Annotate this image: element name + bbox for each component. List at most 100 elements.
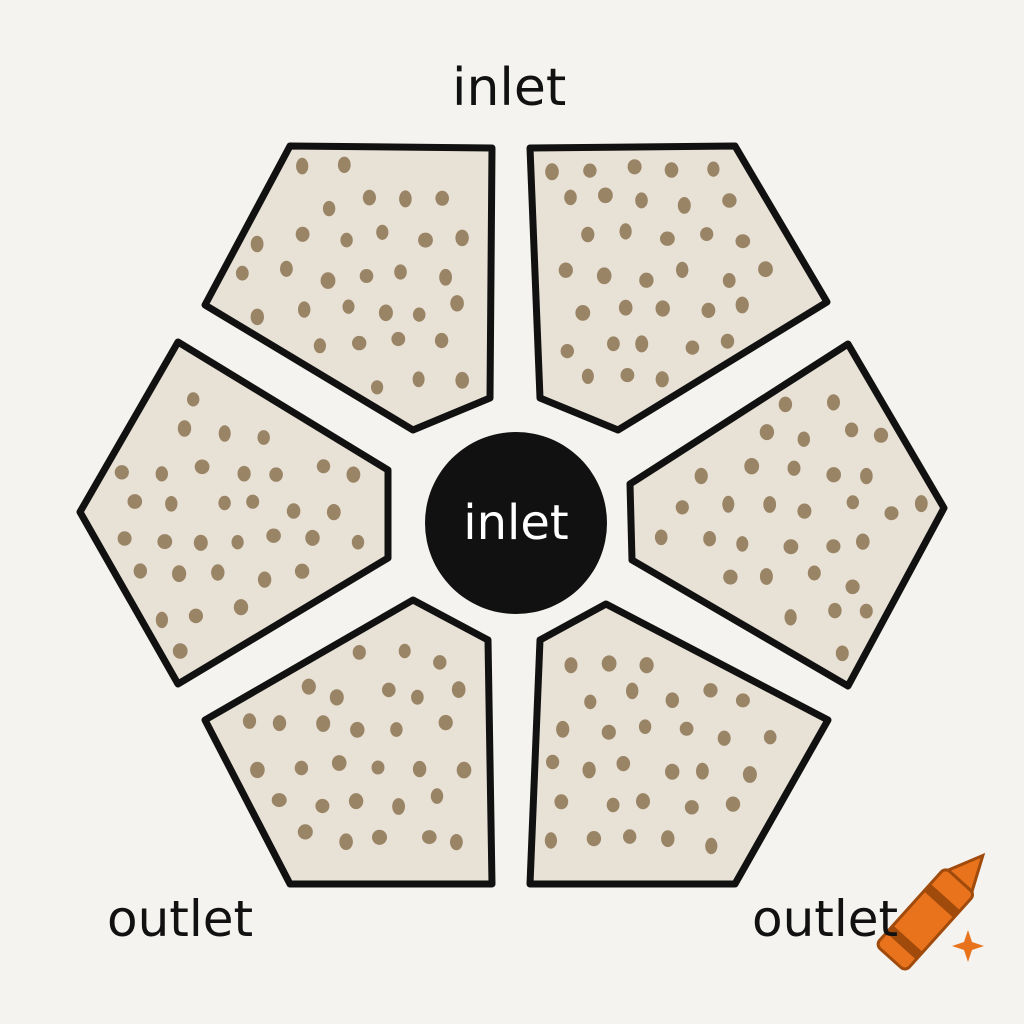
dot xyxy=(320,272,336,289)
dot xyxy=(545,163,559,181)
dot xyxy=(705,837,718,855)
dot xyxy=(422,830,437,845)
dot xyxy=(430,788,444,804)
dot xyxy=(114,465,129,480)
dot xyxy=(450,834,463,851)
dot xyxy=(376,224,389,240)
dot xyxy=(626,682,639,700)
dot xyxy=(331,755,347,771)
dot xyxy=(188,608,203,624)
dot xyxy=(654,529,668,546)
dot xyxy=(655,371,669,388)
dot xyxy=(694,467,708,485)
dot xyxy=(627,159,642,175)
dot xyxy=(859,603,873,619)
dot xyxy=(601,655,617,672)
dot xyxy=(685,340,700,355)
dot xyxy=(623,829,637,844)
dot xyxy=(127,494,143,509)
dot xyxy=(596,267,612,285)
dot xyxy=(350,721,365,738)
dot xyxy=(723,569,738,585)
dot xyxy=(172,643,188,659)
dot xyxy=(586,831,602,847)
dot xyxy=(860,467,873,485)
dot xyxy=(315,798,330,814)
dot xyxy=(884,506,899,521)
dot xyxy=(846,495,859,510)
dot xyxy=(601,724,616,740)
dot xyxy=(556,720,570,738)
dot xyxy=(352,645,366,660)
sparkle-icon xyxy=(952,930,984,962)
dot xyxy=(684,800,699,815)
dot xyxy=(677,197,691,214)
dot xyxy=(638,719,652,734)
dot xyxy=(797,431,810,447)
panel-left-dots xyxy=(114,392,365,659)
dot xyxy=(294,760,309,776)
dot xyxy=(807,565,821,581)
dot xyxy=(316,459,331,474)
dot xyxy=(736,536,749,552)
dot xyxy=(558,262,573,278)
dot xyxy=(390,722,403,737)
dot xyxy=(439,268,452,286)
dot xyxy=(828,602,842,619)
dot xyxy=(856,533,870,550)
dot xyxy=(187,392,200,407)
dot xyxy=(340,232,353,248)
dot xyxy=(133,563,147,579)
dot xyxy=(835,645,849,662)
dot xyxy=(233,599,249,616)
dot xyxy=(665,763,680,780)
dot xyxy=(296,157,309,175)
dot xyxy=(783,539,799,555)
dot xyxy=(359,269,374,283)
panel-top-right xyxy=(526,142,831,434)
dot xyxy=(735,234,751,249)
dot xyxy=(639,657,654,674)
dot xyxy=(411,689,424,705)
dot xyxy=(456,761,472,779)
dot xyxy=(435,190,450,206)
dot xyxy=(700,227,714,242)
panel-bottom-right xyxy=(526,600,832,888)
dot xyxy=(763,496,777,513)
dot xyxy=(606,797,620,813)
dot xyxy=(725,796,741,812)
dot xyxy=(451,681,466,698)
crayon-icon xyxy=(876,852,986,971)
dot xyxy=(758,261,773,278)
dot xyxy=(696,762,709,780)
dot xyxy=(703,531,716,547)
dot xyxy=(564,189,577,206)
dot xyxy=(218,425,231,442)
dot xyxy=(546,754,560,770)
dot xyxy=(763,730,777,745)
dot xyxy=(298,301,311,318)
dot xyxy=(371,760,385,775)
dot xyxy=(172,565,187,583)
dot xyxy=(620,368,635,383)
dot xyxy=(744,458,760,475)
center-inlet-label: inlet xyxy=(463,495,569,551)
dot xyxy=(675,500,689,515)
dot xyxy=(412,760,427,778)
dot xyxy=(316,715,331,732)
dot xyxy=(639,272,654,288)
panel-left xyxy=(76,338,392,688)
bottom-right-outlet-label: outlet xyxy=(752,890,899,948)
dot xyxy=(742,766,757,783)
dot xyxy=(257,430,270,445)
dot xyxy=(250,761,265,779)
dot xyxy=(701,302,716,318)
dot xyxy=(286,503,301,519)
dot xyxy=(584,694,597,710)
dot xyxy=(787,460,801,476)
dot xyxy=(157,534,173,550)
top-inlet-label: inlet xyxy=(452,58,567,118)
panel-right xyxy=(626,340,948,690)
dot xyxy=(717,730,731,746)
